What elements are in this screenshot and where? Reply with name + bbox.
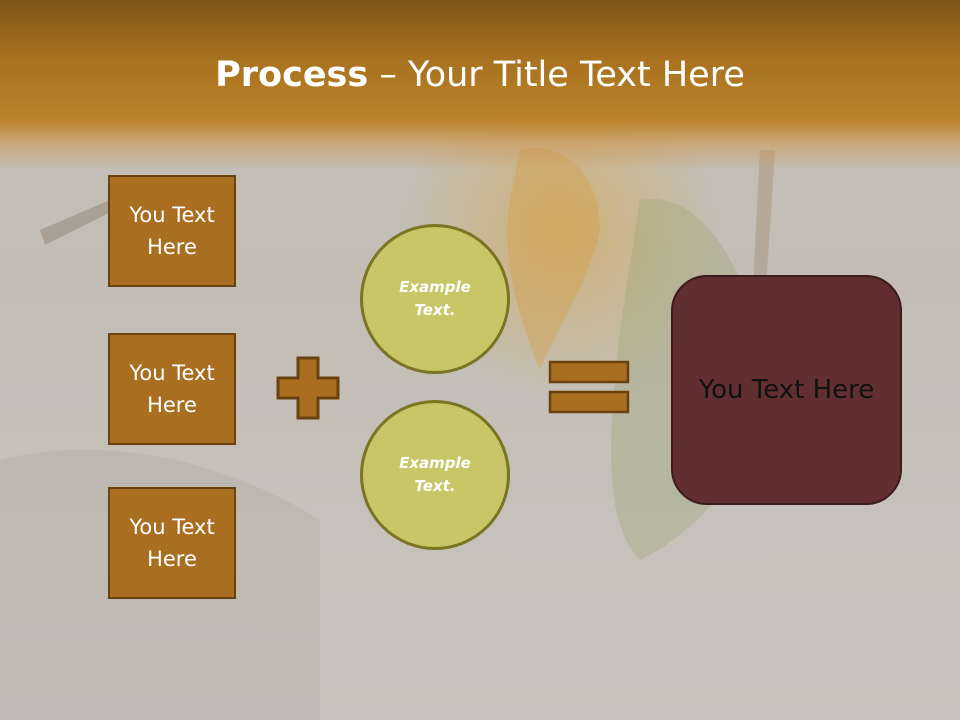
input-box-3-label: You Text Here [129, 515, 215, 571]
title-bold: Process [215, 55, 369, 95]
slide-title: Process – Your Title Text Here [0, 52, 960, 98]
title-rest: – Your Title Text Here [368, 55, 745, 95]
example-circle-2-label: Example Text. [399, 454, 471, 495]
example-circle-1-label: Example Text. [399, 278, 471, 319]
input-box-2: You Text Here [108, 333, 236, 445]
plus-icon [276, 356, 340, 420]
input-box-1-label: You Text Here [129, 203, 215, 259]
result-box-label: You Text Here [698, 375, 875, 405]
equals-icon [548, 360, 630, 414]
input-box-2-label: You Text Here [129, 361, 215, 417]
title-bar [0, 0, 960, 170]
input-box-3: You Text Here [108, 487, 236, 599]
example-circle-1: Example Text. [360, 224, 510, 374]
input-box-1: You Text Here [108, 175, 236, 287]
example-circle-2: Example Text. [360, 400, 510, 550]
result-box: You Text Here [671, 275, 902, 505]
